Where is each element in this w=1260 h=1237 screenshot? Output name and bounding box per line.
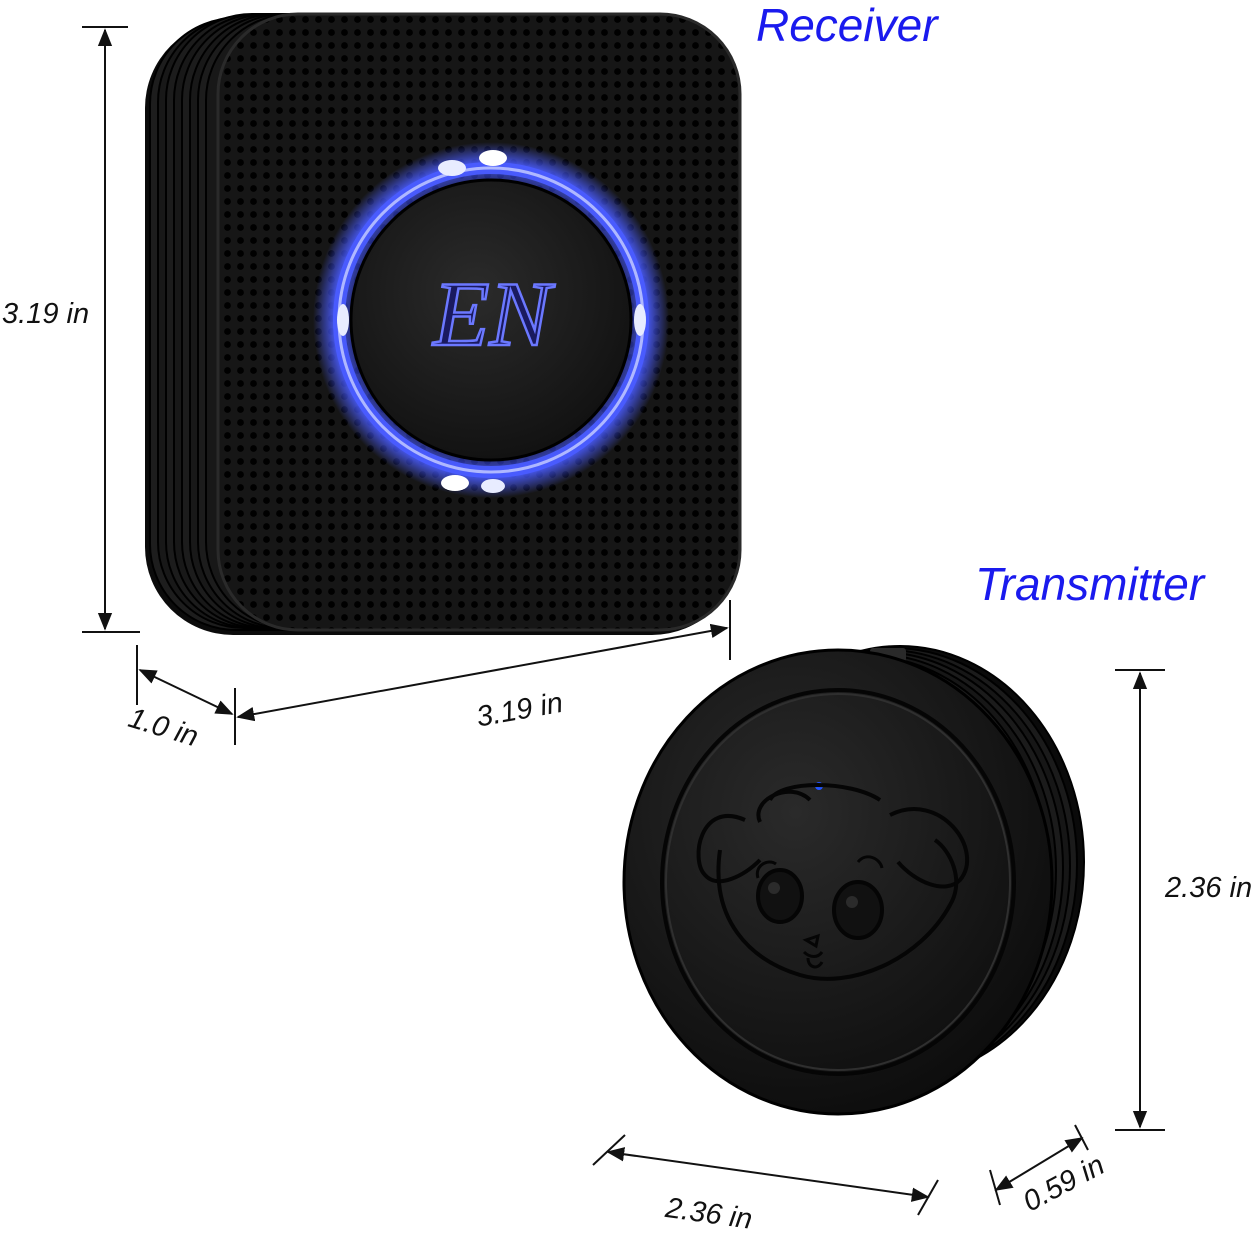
transmitter-device: [622, 645, 1085, 1116]
receiver-led-bottom-right: [481, 479, 505, 493]
transmitter-height-label: 2.36 in: [1165, 872, 1253, 904]
receiver-logo: EN: [431, 263, 555, 365]
receiver-height-dimension: [82, 26, 140, 633]
receiver-depth-dimension: [136, 645, 234, 715]
receiver-led-top-left: [438, 160, 466, 176]
receiver-center-button: [349, 178, 633, 462]
transmitter-height-dimension: [1115, 669, 1165, 1131]
receiver-height-label: 3.19 in: [2, 298, 90, 330]
transmitter-front-face: [622, 648, 1054, 1116]
transmitter-button-rim: [660, 688, 1016, 1076]
receiver-led-left: [337, 304, 349, 336]
transmitter-title: Transmitter: [975, 558, 1205, 610]
receiver-led-right: [634, 304, 646, 336]
receiver-title: Receiver: [756, 0, 938, 51]
transmitter-depth-dimension: [989, 1124, 1089, 1206]
transmitter-width-dimension: [592, 1134, 939, 1216]
receiver-led-bottom-left: [441, 475, 469, 491]
receiver-device: EN: [145, 12, 742, 635]
panda-face-icon: [696, 783, 970, 981]
receiver-width-dimension: [234, 600, 731, 745]
receiver-led-top-right: [479, 150, 507, 166]
